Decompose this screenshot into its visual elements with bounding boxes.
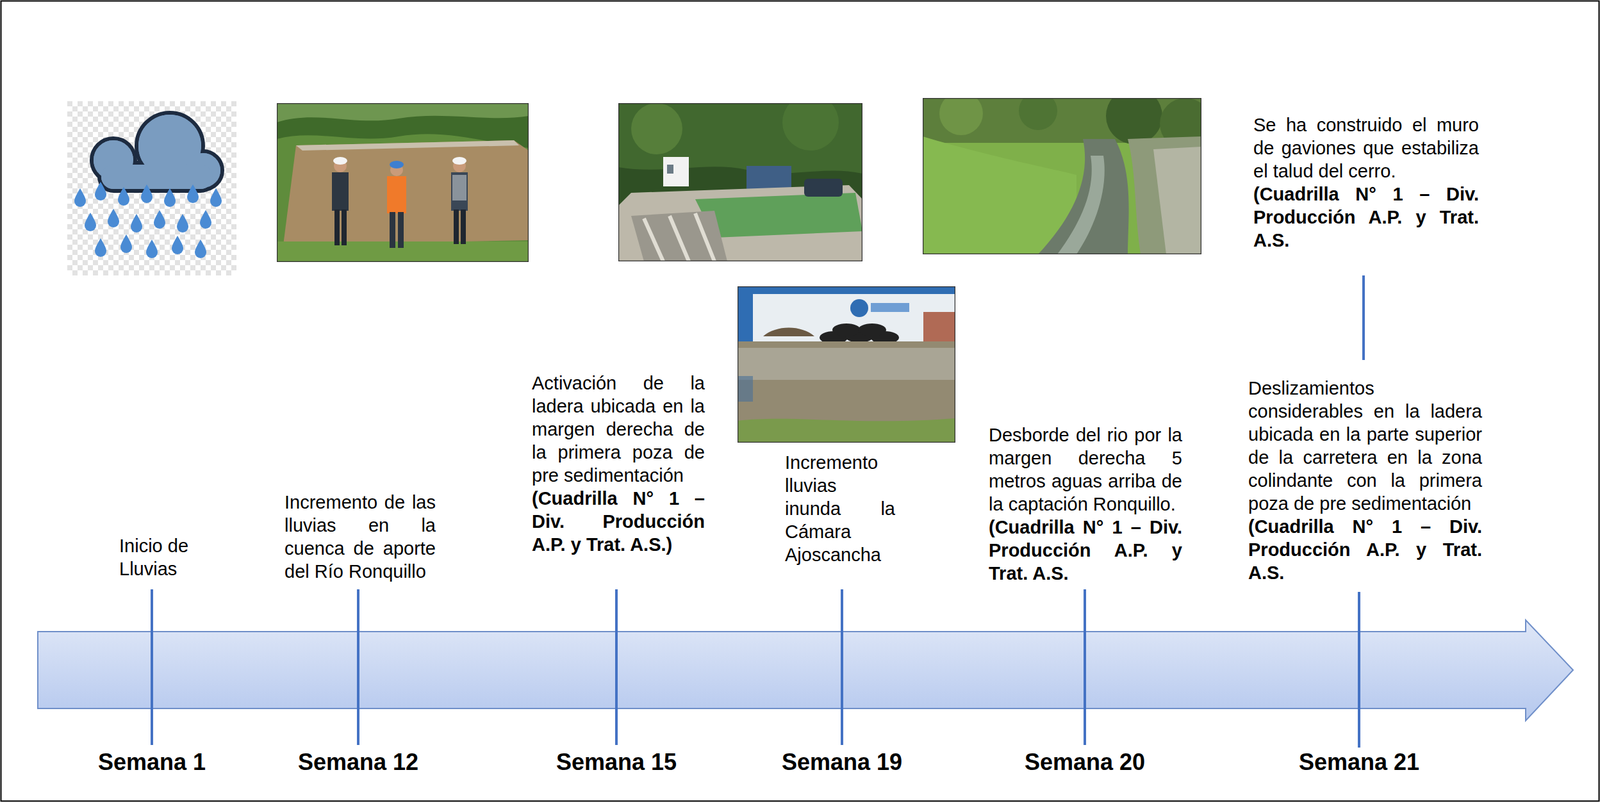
crew-note: (Cuadrilla N° 1 – Div. Producción A.P. y…: [988, 515, 1183, 586]
photo-pond-inspection: [276, 103, 529, 263]
crew-note: (Cuadrilla N° 1 – Div. Producción A.P. y…: [531, 486, 705, 557]
week-ticks: [151, 275, 1364, 748]
week-tick: [356, 589, 360, 746]
week-label: Semana 12: [255, 748, 461, 776]
week-label: Semana 15: [513, 748, 719, 776]
week-label-group: Semana 1: [49, 748, 255, 776]
event-note-group: Se ha construido el muro de gaviones que…: [1253, 113, 1479, 252]
week-tick: [615, 589, 618, 746]
week-tick: [1083, 589, 1087, 746]
timeline-arrow: [37, 620, 1574, 721]
week-tick: [840, 589, 844, 746]
week-label-group: Semana 21: [1256, 748, 1462, 776]
people: [331, 156, 468, 248]
week-label-group: Semana 15: [513, 748, 719, 776]
week-label: Semana 21: [1256, 748, 1462, 776]
event-note: Inicio de Lluvias: [119, 534, 209, 581]
event-note: Activación de la ladera ubicada en la ma…: [531, 371, 705, 487]
week-label: Semana 1: [49, 748, 255, 776]
rain-cloud-icon: [67, 101, 237, 276]
connector-tick: [1362, 275, 1365, 361]
photo-river: [922, 87, 1212, 255]
event-note-group: Incremento lluvias inunda la Cámara Ajos…: [784, 451, 896, 567]
event-note: Se ha construido el muro de gaviones que…: [1253, 113, 1479, 183]
event-note: Deslizamientos considerables en la lader…: [1248, 376, 1483, 516]
week-tick: [150, 589, 154, 746]
event-note-group: Deslizamientos considerables en la lader…: [1248, 376, 1483, 585]
event-note-group: Inicio de Lluvias: [119, 534, 209, 581]
event-note-group: Incremento de las lluvias en la cuenca d…: [284, 490, 436, 584]
event-note: Desborde del rio por la margen derecha 5…: [988, 423, 1183, 516]
week-tick: [1357, 592, 1361, 748]
crew-note: (Cuadrilla N° 1 – Div. Producción A.P. y…: [1248, 515, 1483, 585]
event-note: Incremento de las lluvias en la cuenca d…: [284, 490, 436, 584]
week-label-group: Semana 19: [739, 748, 945, 776]
event-note-group: Activación de la ladera ubicada en la ma…: [531, 371, 705, 557]
week-label-group: Semana 20: [982, 748, 1188, 776]
week-label-group: Semana 12: [255, 748, 461, 776]
photo-treatment-tanks: [618, 94, 863, 262]
photo-flooded-chamber: [737, 286, 956, 443]
event-note: Incremento lluvias inunda la Cámara Ajos…: [784, 451, 896, 567]
week-label: Semana 20: [982, 748, 1188, 776]
crew-note: (Cuadrilla N° 1 – Div. Producción A.P. y…: [1253, 182, 1479, 252]
week-label: Semana 19: [739, 748, 945, 776]
event-note-group: Desborde del rio por la margen derecha 5…: [988, 423, 1183, 586]
